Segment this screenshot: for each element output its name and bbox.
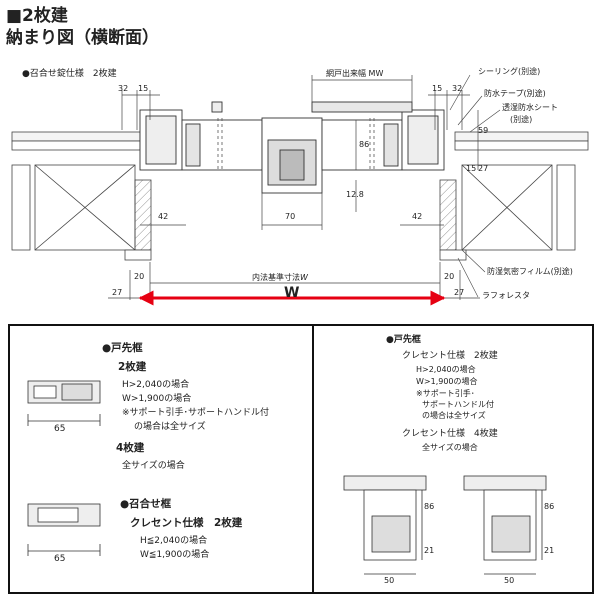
crescent-four-right: クレセント仕様 4枚建 — [402, 429, 498, 439]
lafolesta-label: ラフォレスタ — [482, 291, 530, 300]
section-title: ●召合せ錠仕様 2枚建 — [22, 69, 117, 79]
waterproof-tape-label: 防水テープ(別途) — [484, 89, 546, 98]
dim-15-left: 15 — [138, 84, 149, 93]
dim-27-right: 27 — [454, 288, 465, 297]
right-dim-21-b: 21 — [544, 546, 555, 555]
right-note-2: サポートハンドル付 — [422, 400, 494, 409]
left-detail-panel: ●戸先框 2枚建 H>2,040の場合 W>1,900の場合 ※サポート引手･サ… — [8, 324, 314, 594]
cond-w: W>1,900の場合 — [122, 394, 192, 404]
airtight-film-label: 防湿気密フィルム(別途) — [487, 267, 573, 276]
page-title: ■2枚建 — [6, 6, 68, 26]
dim-27-side: 27 — [478, 164, 489, 173]
right-note-1: ※サポート引手･ — [416, 389, 475, 398]
sealing-label: シーリング(別途) — [478, 67, 541, 76]
left-panel-drawings — [27, 380, 101, 556]
dim-20-left: 20 — [134, 272, 145, 281]
dim-65-b: 65 — [54, 554, 66, 564]
crescent-two-label: クレセント仕様 2枚建 — [130, 517, 243, 529]
dim-86: 86 — [359, 140, 370, 149]
dim-27-left: 27 — [112, 288, 123, 297]
meeting-frame-title: ●召合せ框 — [120, 498, 172, 510]
right-all-sizes: 全サイズの場合 — [422, 443, 478, 452]
right-panel-title: ●戸先框 — [386, 335, 421, 345]
door-frame-title: ●戸先框 — [102, 342, 143, 354]
cond-h-le: H≦2,040の場合 — [140, 536, 208, 546]
right-panel-drawings — [343, 475, 547, 575]
dim-32-left: 32 — [118, 84, 129, 93]
right-dim-21-a: 21 — [424, 546, 435, 555]
support-note-1: ※サポート引手･サポートハンドル付 — [122, 408, 270, 418]
dim-59: 59 — [478, 126, 489, 135]
two-panel-label: 2枚建 — [118, 361, 147, 373]
crescent-two-right: クレセント仕様 2枚建 — [402, 351, 498, 361]
mw-label: 網戸出来幅 MW — [326, 69, 384, 78]
inner-dim-label: 内法基準寸法W — [252, 273, 308, 282]
w-label: W — [284, 285, 300, 301]
dim-32-right: 32 — [452, 84, 463, 93]
page-subtitle: 納まり図（横断面） — [6, 28, 159, 48]
dim-12-8: 12.8 — [346, 190, 364, 199]
right-dim-86-a: 86 — [424, 502, 435, 511]
four-panel-label: 4枚建 — [116, 442, 145, 454]
four-all-sizes: 全サイズの場合 — [122, 461, 185, 471]
dim-15-right: 15 — [432, 84, 443, 93]
cond-w-le: W≦1,900の場合 — [140, 550, 210, 560]
dim-65-a: 65 — [54, 424, 66, 434]
right-dim-50-a: 50 — [384, 576, 395, 585]
dim-20-right: 20 — [444, 272, 455, 281]
dim-42-left: 42 — [158, 212, 169, 221]
right-dim-86-b: 86 — [544, 502, 555, 511]
dim-70: 70 — [285, 212, 296, 221]
dim-42-right: 42 — [412, 212, 423, 221]
horizontal-section-diagram — [11, 74, 589, 306]
right-dim-50-b: 50 — [504, 576, 515, 585]
right-detail-panel: ●戸先框 クレセント仕様 2枚建 H>2,040の場合 W>1,900の場合 ※… — [312, 324, 594, 594]
cond-h: H>2,040の場合 — [122, 380, 190, 390]
right-cond-w: W>1,900の場合 — [416, 377, 478, 386]
breathable-sheet-label: 透湿防水シート — [502, 103, 558, 112]
support-note-2: の場合は全サイズ — [134, 422, 206, 432]
right-note-3: の場合は全サイズ — [422, 411, 486, 420]
right-cond-h: H>2,040の場合 — [416, 365, 476, 374]
breathable-sheet-label-2: (別途) — [510, 115, 533, 124]
dim-15-side: 15 — [466, 164, 477, 173]
